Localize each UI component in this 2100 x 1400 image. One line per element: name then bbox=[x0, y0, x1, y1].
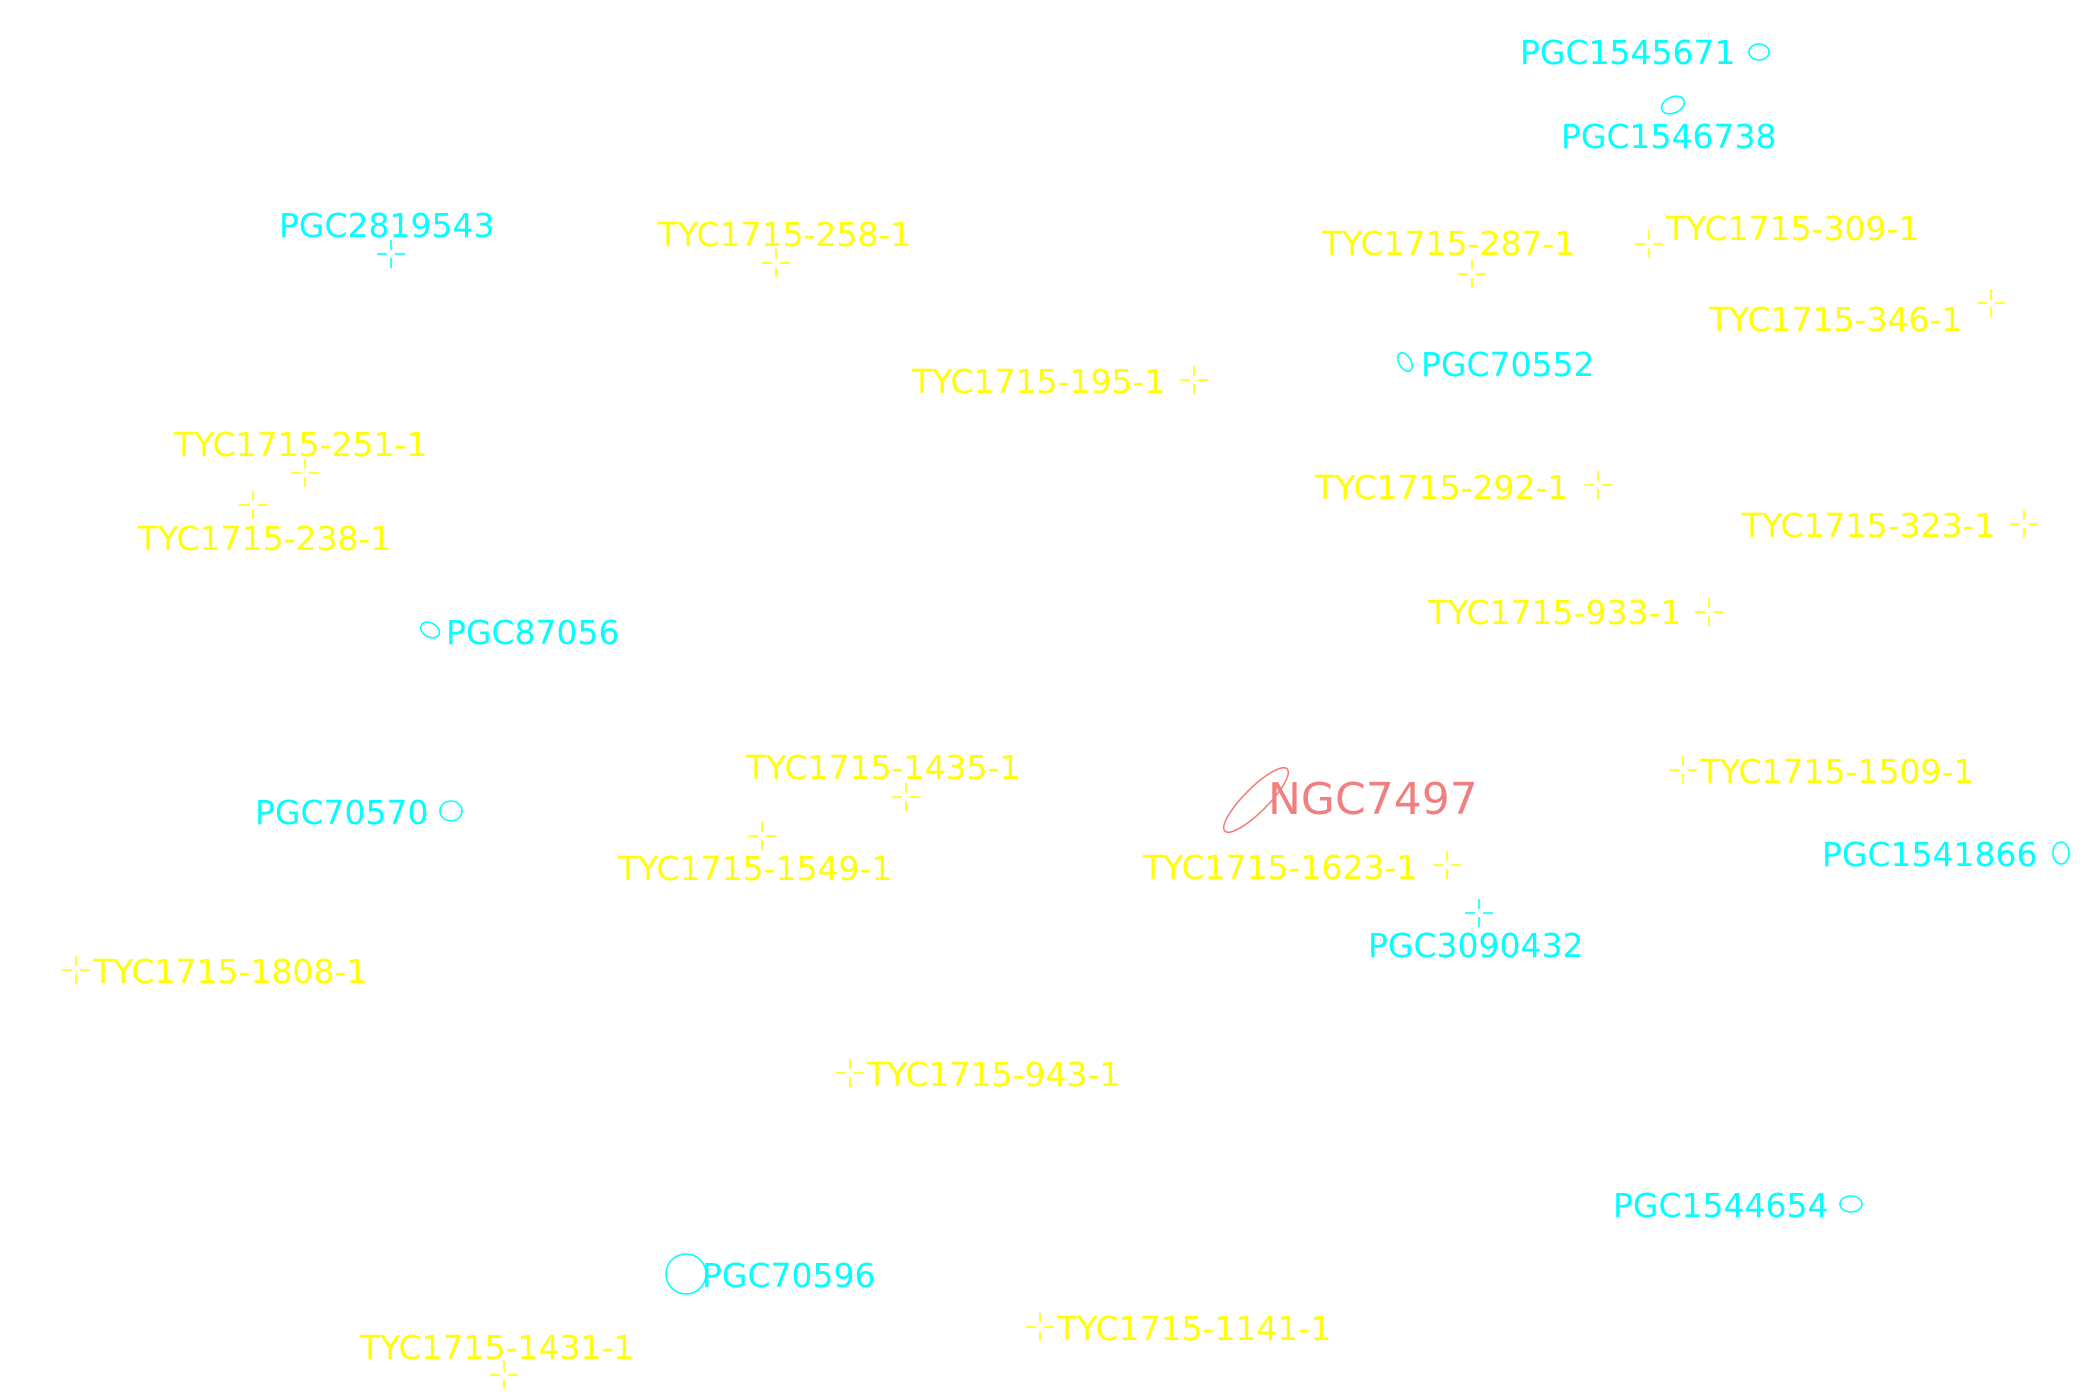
star-list: TYC1715-258-1 TYC1715-287-1 TYC1715-309-… bbox=[62, 209, 2038, 1389]
star-label: TYC1715-258-1 bbox=[657, 215, 911, 254]
star-marker[interactable]: TYC1715-1431-1 bbox=[359, 1328, 634, 1389]
star-label: TYC1715-1431-1 bbox=[359, 1328, 634, 1367]
galaxy-ellipse-marker bbox=[2052, 841, 2070, 865]
galaxy-marker[interactable]: PGC3090432 bbox=[1368, 899, 1583, 965]
star-label: TYC1715-195-1 bbox=[911, 362, 1165, 401]
galaxy-label: PGC2819543 bbox=[279, 206, 494, 245]
star-marker[interactable]: TYC1715-1141-1 bbox=[1026, 1309, 1331, 1348]
target-galaxy[interactable]: NGC7497 bbox=[1216, 760, 1478, 839]
star-label: TYC1715-1435-1 bbox=[745, 748, 1020, 787]
star-label: TYC1715-323-1 bbox=[1741, 506, 1995, 545]
star-label: TYC1715-1549-1 bbox=[617, 849, 892, 888]
star-label: TYC1715-933-1 bbox=[1427, 593, 1681, 632]
star-cross-marker bbox=[1458, 260, 1486, 288]
galaxy-label: PGC1541866 bbox=[1822, 835, 2037, 874]
star-cross-marker bbox=[836, 1059, 864, 1087]
galaxy-label: PGC70570 bbox=[255, 793, 429, 832]
galaxy-ellipse-marker bbox=[665, 1253, 707, 1295]
star-label: TYC1715-1141-1 bbox=[1056, 1309, 1331, 1348]
galaxy-marker[interactable]: PGC1541866 bbox=[1822, 835, 2070, 874]
galaxy-marker[interactable]: PGC87056 bbox=[418, 613, 620, 652]
galaxy-label: PGC3090432 bbox=[1368, 926, 1583, 965]
galaxy-marker[interactable]: PGC2819543 bbox=[279, 206, 494, 268]
star-cross-marker bbox=[1026, 1313, 1054, 1341]
galaxy-label: PGC1546738 bbox=[1561, 117, 1776, 156]
star-label: TYC1715-1623-1 bbox=[1142, 848, 1417, 887]
galaxy-marker[interactable]: PGC70570 bbox=[255, 793, 463, 832]
star-label: TYC1715-251-1 bbox=[173, 425, 427, 464]
star-cross-marker bbox=[748, 822, 776, 850]
star-marker[interactable]: TYC1715-933-1 bbox=[1427, 593, 1723, 632]
star-marker[interactable]: TYC1715-1549-1 bbox=[617, 822, 892, 888]
star-cross-marker bbox=[62, 956, 90, 984]
star-cross-marker bbox=[762, 249, 790, 277]
star-marker[interactable]: TYC1715-1509-1 bbox=[1669, 752, 1974, 791]
star-marker[interactable]: TYC1715-292-1 bbox=[1314, 468, 1612, 507]
star-marker[interactable]: TYC1715-346-1 bbox=[1708, 289, 2005, 339]
star-cross-marker bbox=[1433, 851, 1461, 879]
star-marker[interactable]: TYC1715-238-1 bbox=[137, 491, 391, 558]
star-cross-marker bbox=[490, 1361, 518, 1389]
star-label: TYC1715-238-1 bbox=[137, 519, 391, 558]
galaxy-ellipse-marker bbox=[439, 800, 463, 822]
galaxy-label: PGC70552 bbox=[1421, 345, 1595, 384]
star-marker[interactable]: TYC1715-309-1 bbox=[1635, 209, 1919, 258]
star-label: TYC1715-287-1 bbox=[1321, 224, 1575, 263]
galaxy-list: PGC1545671 PGC1546738 PGC2819543 PGC7055… bbox=[255, 33, 2070, 1295]
star-marker[interactable]: TYC1715-251-1 bbox=[173, 425, 427, 487]
star-marker[interactable]: TYC1715-258-1 bbox=[657, 215, 911, 277]
star-marker[interactable]: TYC1715-323-1 bbox=[1741, 506, 2038, 545]
galaxy-marker[interactable]: PGC1546738 bbox=[1561, 93, 1776, 156]
galaxy-ellipse-marker bbox=[1396, 352, 1414, 372]
star-cross-marker bbox=[1977, 289, 2005, 317]
galaxy-ellipse-marker bbox=[419, 621, 441, 639]
star-label: TYC1715-1509-1 bbox=[1699, 752, 1974, 791]
star-cross-marker bbox=[1695, 598, 1723, 626]
star-cross-marker bbox=[1584, 471, 1612, 499]
target-label: NGC7497 bbox=[1268, 774, 1478, 825]
galaxy-label: PGC70596 bbox=[702, 1256, 876, 1295]
star-marker[interactable]: TYC1715-943-1 bbox=[836, 1055, 1120, 1094]
star-marker[interactable]: TYC1715-1435-1 bbox=[745, 748, 1020, 811]
galaxy-cross-marker bbox=[377, 240, 405, 268]
star-label: TYC1715-292-1 bbox=[1314, 468, 1568, 507]
galaxy-marker[interactable]: PGC1545671 bbox=[1520, 33, 1770, 72]
star-marker[interactable]: TYC1715-1623-1 bbox=[1142, 848, 1461, 887]
star-cross-marker bbox=[1635, 230, 1663, 258]
star-cross-marker bbox=[1180, 366, 1208, 394]
galaxy-label: PGC87056 bbox=[446, 613, 620, 652]
star-label: TYC1715-943-1 bbox=[866, 1055, 1120, 1094]
galaxy-marker[interactable]: PGC70596 bbox=[665, 1253, 876, 1295]
target-ellipse-marker bbox=[1222, 766, 1290, 834]
galaxy-marker[interactable]: PGC1544654 bbox=[1613, 1186, 1863, 1225]
galaxy-marker[interactable]: PGC70552 bbox=[1395, 345, 1595, 384]
star-cross-marker bbox=[2010, 510, 2038, 538]
star-cross-marker bbox=[892, 783, 920, 811]
star-cross-marker bbox=[291, 459, 319, 487]
galaxy-label: PGC1544654 bbox=[1613, 1186, 1828, 1225]
star-cross-marker bbox=[1669, 756, 1697, 784]
galaxy-ellipse-marker bbox=[1839, 1195, 1863, 1213]
star-marker[interactable]: TYC1715-1808-1 bbox=[62, 952, 367, 991]
galaxy-ellipse-marker bbox=[1748, 43, 1770, 61]
star-cross-marker bbox=[239, 491, 267, 519]
galaxy-cross-marker bbox=[1465, 899, 1493, 927]
star-marker[interactable]: TYC1715-195-1 bbox=[911, 362, 1208, 401]
star-label: TYC1715-346-1 bbox=[1708, 300, 1962, 339]
star-marker[interactable]: TYC1715-287-1 bbox=[1321, 224, 1575, 288]
star-label: TYC1715-309-1 bbox=[1665, 209, 1919, 248]
galaxy-ellipse-marker bbox=[1660, 95, 1686, 115]
galaxy-label: PGC1545671 bbox=[1520, 33, 1735, 72]
star-label: TYC1715-1808-1 bbox=[92, 952, 367, 991]
